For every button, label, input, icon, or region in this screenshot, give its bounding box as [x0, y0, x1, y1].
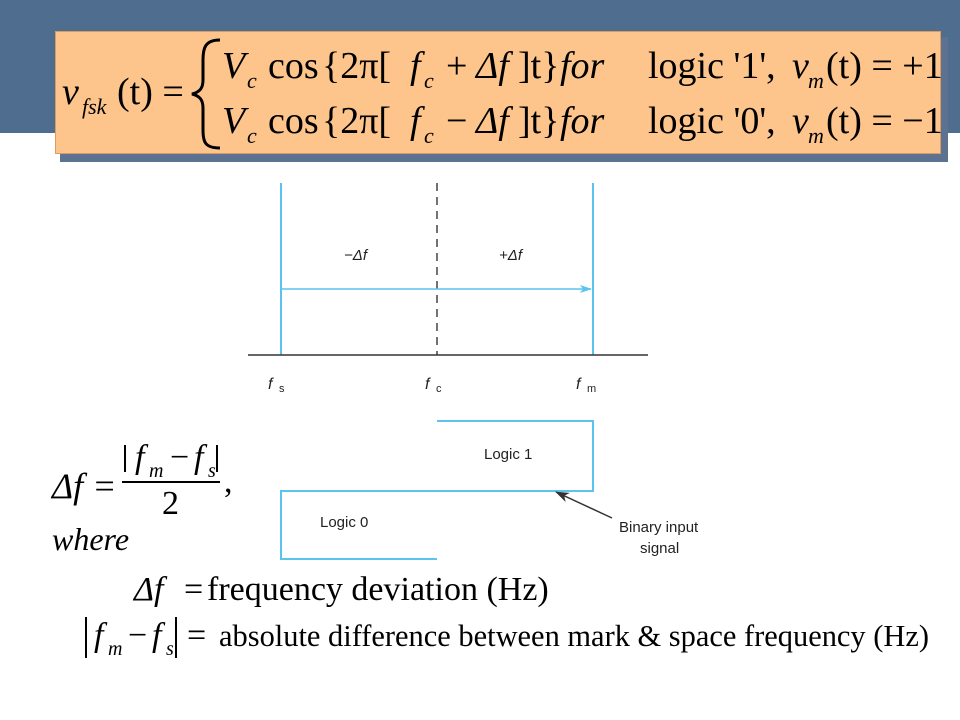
row1-cos: cos — [268, 45, 319, 87]
row1-vm-value: (t) = +1 — [826, 45, 943, 87]
callout-line-2: signal — [640, 540, 679, 557]
frequency-spectrum: −Δf +Δf f s f c f m — [248, 183, 648, 395]
row2-operator: − — [446, 100, 467, 142]
row1-amplitude: V — [222, 45, 249, 87]
fs-label-sub: s — [279, 383, 285, 395]
row1-vm: v — [792, 45, 809, 87]
row2-close: ]t} — [518, 100, 559, 142]
fsk-equation: v fsk (t) = V c cos {2π[ f c + Δf ]t} fo… — [62, 38, 943, 150]
numerator-f2: f — [194, 439, 208, 476]
row2-amplitude: V — [222, 100, 249, 142]
def2-equals: = — [187, 617, 206, 654]
row2-delta: Δf — [474, 100, 513, 142]
definition-frequency-deviation: Δf = frequency deviation (Hz) — [132, 571, 549, 608]
logic-1-label: Logic 1 — [484, 446, 532, 463]
delta-f-fraction: Δf = f m − f s 2 , — [50, 439, 233, 522]
row2-vm-value: (t) = −1 — [826, 100, 943, 142]
equation-row-logic-1: V c cos {2π[ f c + Δf ]t} for logic '1',… — [222, 45, 943, 93]
def2-s: s — [166, 638, 174, 660]
row1-logic: logic '1', — [648, 45, 776, 87]
where-label: where — [52, 521, 129, 557]
equation-row-logic-0: V c cos {2π[ f c − Δf ]t} for logic '0',… — [222, 100, 943, 148]
denominator: 2 — [162, 485, 179, 522]
row2-fc-sub: c — [424, 123, 434, 148]
binary-input-signal-trace — [280, 420, 594, 560]
row2-open: {2π[ — [322, 100, 391, 142]
row1-open: {2π[ — [322, 45, 391, 87]
def1-text: frequency deviation (Hz) — [207, 571, 549, 608]
minus-delta-label: −Δf — [344, 247, 369, 264]
row2-amplitude-sub: c — [247, 123, 257, 148]
lhs-v: v — [62, 71, 79, 113]
row1-vm-sub: m — [808, 68, 824, 93]
fs-label: f — [268, 376, 274, 393]
row1-fc-sub: c — [424, 68, 434, 93]
def2-m: m — [108, 638, 122, 660]
fc-label-sub: c — [436, 383, 442, 395]
row2-vm-sub: m — [808, 123, 824, 148]
def2-minus: − — [128, 617, 147, 654]
row1-close: ]t} — [518, 45, 559, 87]
fm-label: f — [576, 376, 582, 393]
callout-arrow — [555, 491, 613, 519]
row2-cos: cos — [268, 100, 319, 142]
lhs-argument: (t) = — [117, 71, 184, 113]
cases-brace-icon — [191, 38, 221, 150]
lhs-subscript: fsk — [82, 94, 108, 119]
fm-label-sub: m — [587, 383, 596, 395]
row2-for: for — [560, 100, 605, 142]
fc-label: f — [425, 376, 431, 393]
row2-vm: v — [792, 100, 809, 142]
numerator-m: m — [149, 460, 163, 482]
row2-logic: logic '0', — [648, 100, 776, 142]
row1-operator: + — [446, 45, 467, 87]
plus-delta-label: +Δf — [499, 247, 524, 264]
def2-f: f — [94, 617, 108, 654]
delta-lhs: Δf = — [50, 466, 116, 506]
definition-abs-difference: f m − f s = absolute difference between … — [85, 617, 929, 660]
row1-amplitude-sub: c — [247, 68, 257, 93]
def2-text: absolute difference between mark & space… — [219, 618, 929, 653]
fsk-equation-lhs: v fsk (t) = — [62, 71, 184, 119]
numerator-s: s — [208, 460, 216, 482]
comma: , — [224, 463, 233, 500]
logic-0-label: Logic 0 — [320, 514, 368, 531]
callout-line-1: Binary input — [619, 519, 699, 536]
numerator-minus: − — [170, 439, 189, 476]
row1-delta: Δf — [474, 45, 513, 87]
row1-for: for — [560, 45, 605, 87]
def1-equals: = — [184, 571, 203, 608]
binary-waveform: Logic 1 Logic 0 Binary input signal — [280, 420, 699, 560]
def1-symbol: Δf — [132, 571, 168, 608]
def2-f2: f — [152, 617, 166, 654]
numerator-f: f — [135, 439, 149, 476]
